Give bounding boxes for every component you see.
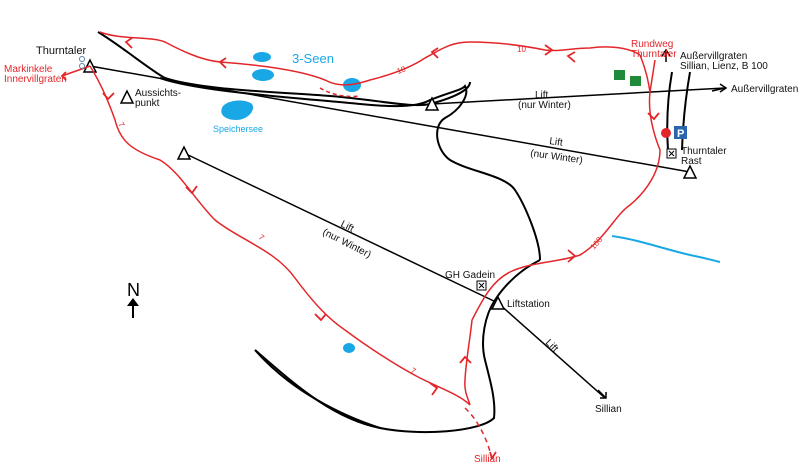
lakes xyxy=(221,52,721,353)
trail-rundweg-up xyxy=(649,59,656,93)
trail-number: 108 xyxy=(589,235,605,251)
lift-label: Lift xyxy=(535,90,549,101)
trail-numbers: 10 10 7 7 7 108 xyxy=(116,45,604,376)
label-aussichtspunkt-1: Aussichts- xyxy=(135,88,181,99)
arrow-icon xyxy=(60,71,67,81)
roads xyxy=(97,31,691,434)
north-arrow-icon: N xyxy=(127,280,140,318)
arrow-icon xyxy=(647,112,660,121)
arrow-icon xyxy=(218,57,227,69)
trail-number: 7 xyxy=(257,233,267,243)
trail-dashed-3seen xyxy=(319,87,361,98)
hut-icon xyxy=(614,70,625,80)
speichersee-lake xyxy=(221,100,254,120)
label-3seen: 3-Seen xyxy=(292,51,334,66)
arrow-icon xyxy=(314,313,327,322)
place-labels: Thurntaler Markinkele Innervillgraten Au… xyxy=(4,39,798,465)
summit-icon xyxy=(79,56,85,62)
label-sillian-black: Sillian xyxy=(595,404,622,415)
road-east xyxy=(666,71,673,151)
north-label: N xyxy=(127,280,140,300)
label-thurntaler: Thurntaler xyxy=(36,45,86,57)
lift-label-note: (nur Winter) xyxy=(518,100,571,111)
road-arrows xyxy=(597,48,728,399)
lake-small-south xyxy=(343,343,355,353)
lift-line-south xyxy=(497,302,606,399)
trail-west-exit xyxy=(61,65,91,77)
road-north xyxy=(97,31,471,107)
trail-dashed-south xyxy=(464,407,493,461)
trail-number: 10 xyxy=(396,64,408,76)
parking-icon xyxy=(674,126,687,139)
label-markinkele: Markinkele xyxy=(4,64,53,75)
arrow-icon xyxy=(430,47,439,59)
arrow-up-icon xyxy=(661,48,671,57)
trail-7 xyxy=(89,65,471,406)
trail-number: 7 xyxy=(116,121,126,130)
lift-stations xyxy=(82,58,698,310)
trail-upward xyxy=(464,319,473,406)
hut-icon xyxy=(630,76,641,86)
label-speichersee: Speichersee xyxy=(213,124,263,134)
arrow-icon xyxy=(489,451,497,461)
arrow-icon xyxy=(102,92,115,101)
label-ausservillgraten-right: Außervillgraten xyxy=(731,84,798,95)
arrow-down-icon xyxy=(600,392,607,399)
label-innervillgraten: Innervillgraten xyxy=(4,74,67,85)
stream xyxy=(611,235,721,263)
trail-number: 10 xyxy=(517,45,526,54)
lift-station-icon xyxy=(682,164,698,179)
trails xyxy=(61,31,661,461)
lift-lines xyxy=(89,65,726,399)
label-aussichtspunkt-2: punkt xyxy=(135,98,160,109)
trail-north-loop xyxy=(471,54,661,321)
lift-line-long xyxy=(89,65,691,173)
lift-station-icon xyxy=(176,145,192,160)
arrow-icon xyxy=(429,382,439,396)
lift-station-icon xyxy=(424,96,440,111)
arrow-icon xyxy=(459,355,472,364)
lift-label: Lift xyxy=(549,136,564,149)
arrow-icon xyxy=(124,37,133,49)
label-thurntaler-rast-2: Rast xyxy=(681,156,702,167)
label-rundweg-2: Thurntaler xyxy=(631,49,677,60)
road-south xyxy=(254,259,541,434)
road-south-west xyxy=(254,349,381,429)
lift-label: Lift xyxy=(543,337,560,354)
road-central xyxy=(159,77,541,261)
road-east-2 xyxy=(681,71,691,151)
lift-line-top xyxy=(431,87,726,105)
label-ausservillgraten-top-1: Außervillgraten xyxy=(680,51,747,62)
parking-label: P xyxy=(677,128,684,140)
trail-number: 7 xyxy=(409,366,418,376)
start-point-icon xyxy=(661,128,671,138)
lift-station-icon xyxy=(119,89,135,104)
summit-icon xyxy=(79,63,85,69)
label-thurntaler-rast-1: Thurntaler xyxy=(681,146,727,157)
lift-line-diag xyxy=(183,152,499,304)
arrow-icon xyxy=(566,51,576,63)
lake-3seen-1 xyxy=(253,52,271,62)
lift-label-note: (nur Winter) xyxy=(530,148,584,166)
label-ausservillgraten-top-2: Sillian, Lienz, B 100 xyxy=(680,61,768,72)
lake-3seen-2 xyxy=(252,69,274,81)
arrow-icon xyxy=(185,185,198,195)
label-rundweg-1: Rundweg xyxy=(631,39,673,50)
label-gh-gadein: GH Gadein xyxy=(445,270,495,281)
arrow-right-icon xyxy=(719,83,728,93)
poi-icons: P xyxy=(79,56,687,291)
trail-arrows xyxy=(60,37,660,461)
arrow-icon xyxy=(567,249,577,263)
label-sillian-red: Sillian xyxy=(474,454,501,465)
lift-station-icon xyxy=(490,295,506,310)
lift-label: Lift xyxy=(339,219,356,235)
arrow-icon xyxy=(544,44,554,56)
trail-10 xyxy=(99,31,641,86)
label-liftstation: Liftstation xyxy=(507,299,550,310)
